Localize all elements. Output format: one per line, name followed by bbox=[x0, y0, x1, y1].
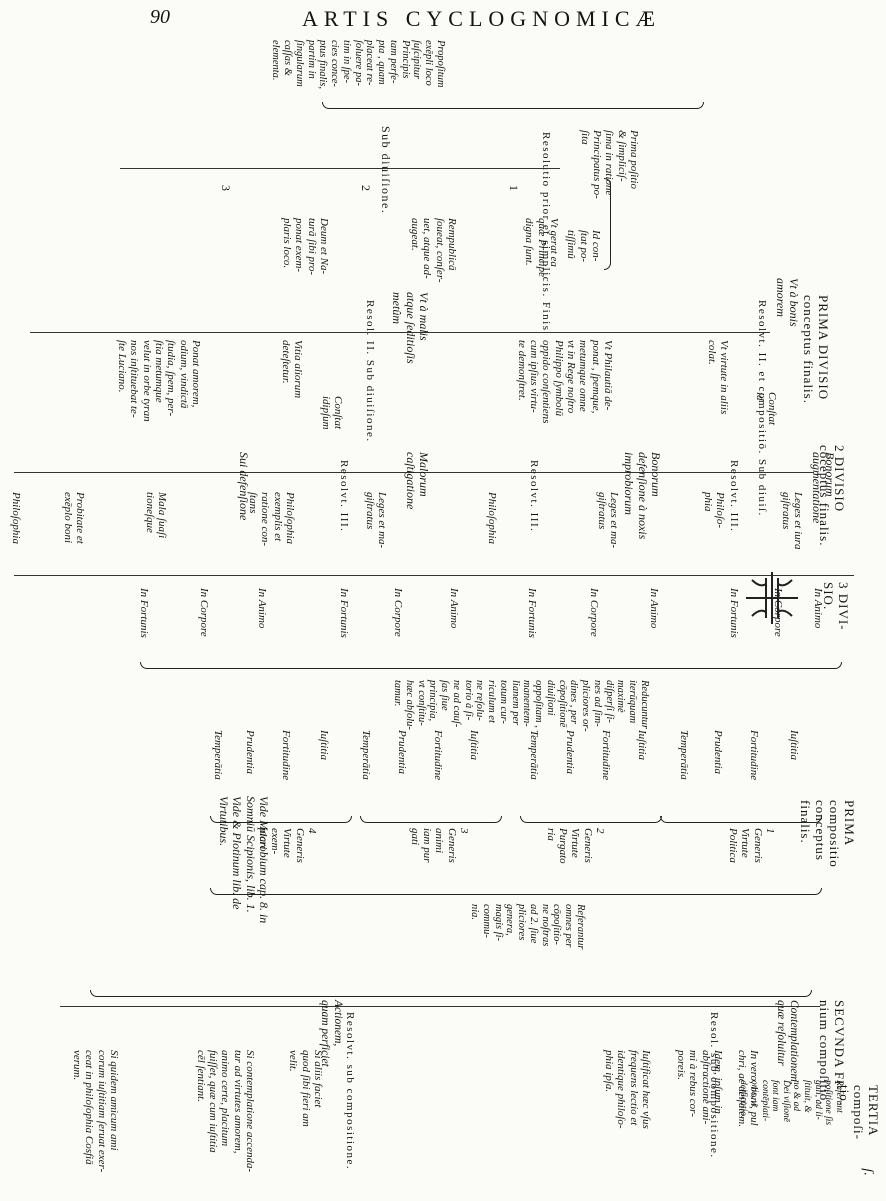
num-2: 2 bbox=[359, 185, 373, 191]
animo-4: In Animo bbox=[256, 588, 268, 629]
generis-brace bbox=[210, 888, 822, 895]
referantur: Referantur omnes per cōpoſitio- ne noſtr… bbox=[469, 904, 586, 950]
num-1: 1 bbox=[507, 185, 521, 191]
contemplatio-item-2: Idem, ipſum in abſtractione ani- mi à re… bbox=[675, 1050, 724, 1125]
actio-item-3: Si quidem amicum ami corum iuſtitiam ſer… bbox=[71, 1050, 120, 1173]
bonis-item-1: Vt virtute in aliis colat. bbox=[705, 340, 730, 415]
virtues-3d: Temperātia bbox=[360, 730, 372, 780]
fortunis-3: In Fortunis bbox=[338, 588, 350, 638]
resolution-3b: Resolvt. III. bbox=[528, 460, 540, 533]
div2-group-1: Bonorum augmentatione bbox=[809, 452, 837, 524]
div2-group-2: Bonorum defenſione à noxis improbiorum bbox=[622, 452, 663, 540]
virtues-4b: Fortitudine bbox=[280, 730, 292, 781]
page-number: 90 bbox=[150, 6, 170, 28]
page-title: ARTIS CYCLOGNOMICÆ bbox=[302, 6, 662, 31]
bonis-item-2: Vt Philautiā de- ponat , ſpemque, metumq… bbox=[515, 340, 614, 424]
virtues-2d: Temperātia bbox=[528, 730, 540, 780]
actio-item-2: Si contemplatione accenda- tur ad virtut… bbox=[194, 1050, 256, 1173]
virtues-3c: Prudentia bbox=[396, 730, 408, 774]
ut-a-bonis: Vt à bonis amorem bbox=[773, 278, 801, 327]
resolution-2b: Resol. II. Sub diuiſione. bbox=[364, 300, 376, 443]
animo-2: In Animo bbox=[648, 588, 660, 629]
virtues-brace-3 bbox=[360, 816, 502, 823]
div2-item-9: Philoſophia bbox=[10, 492, 22, 544]
virtues-2b: Fortitudine bbox=[600, 730, 612, 781]
prima-compositio-heading: PRIMA compositio conceptus finalis. bbox=[798, 800, 857, 868]
virtues-2: Iuſtitia bbox=[636, 730, 648, 760]
div2-item-3: Leges et ma- giſtratus bbox=[595, 492, 620, 549]
resolution-3c: Resolvt. III. bbox=[338, 460, 350, 533]
rule bbox=[14, 575, 854, 576]
malis-item-2: Ponat amorem, odium, vindictā ſtudia, ſp… bbox=[116, 340, 202, 422]
simplex-item-2: Rempublicā ſoueat, conſer- uet, atque ad… bbox=[409, 218, 458, 283]
virtues-1d: Temperātia bbox=[678, 730, 690, 780]
malis-item-1: Vitia aliorum deteſtetur. bbox=[279, 340, 304, 399]
virtues-4c: Prudentia bbox=[244, 730, 256, 774]
div2-item-8: Probitate et exēplo boni bbox=[61, 492, 86, 544]
div2-group-3: Malorum caſtigatione bbox=[403, 452, 431, 510]
resolution-3a: Resolvt. III. bbox=[728, 460, 740, 533]
ut-a-malis: Vt à malis atque ſeditioſis metûm bbox=[390, 292, 431, 364]
composition-brace bbox=[140, 662, 842, 669]
virtues-4: Iuſtitia bbox=[318, 730, 330, 760]
virtues-4d: Temperātia bbox=[212, 730, 224, 780]
sub-diuisione-1: Sub diuiſione. bbox=[379, 126, 393, 215]
animo-3: In Animo bbox=[448, 588, 460, 629]
generis-1: 1 Generis Virtute Politica bbox=[727, 828, 776, 863]
virtues-1: Iuſtitia bbox=[788, 730, 800, 760]
vide-note: Vide Macrobium cap. 8. in Somniū Scipion… bbox=[216, 796, 271, 924]
divisio-3-heading: 3 DIVI- SIO. bbox=[821, 582, 851, 631]
div2-item-5: Leges et ma- giſtratus bbox=[363, 492, 388, 549]
virtues-1b: Fortitudine bbox=[748, 730, 760, 781]
fleuron-ornament bbox=[746, 572, 798, 624]
virtues-1c: Prudentia bbox=[712, 730, 724, 774]
prima-divisio-heading: PRIMA DIVISIO conceptus finalis. bbox=[801, 295, 831, 404]
top-note: Propoſitum exēpli loco ſuſcipitur Princi… bbox=[270, 40, 447, 90]
animo-1: In Animo bbox=[812, 588, 824, 629]
contemplatio-head: Contemplationem, quæ reſoluitur bbox=[775, 1000, 800, 1085]
rule bbox=[60, 1006, 820, 1007]
id-constat: Id con- ſtat po- tiſſimû bbox=[565, 230, 602, 263]
page-number-bottom: ſ. bbox=[860, 1168, 876, 1176]
div2-item-6: Philoſophia exemplis et ratione con- ſta… bbox=[247, 492, 296, 547]
contemplatio-item-3: Iuſtificat hæc vſus frequens lectio et i… bbox=[603, 1050, 652, 1129]
virtues-3: Iuſtitia bbox=[468, 730, 480, 760]
div2-item-2: Philoſo- phia bbox=[701, 492, 726, 529]
fortunis-2: In Fortunis bbox=[526, 588, 538, 638]
generis-2: 2 Generis Virtute Purgato ria bbox=[544, 828, 606, 864]
div2-item-4: Philoſophia bbox=[486, 492, 498, 544]
composition-text: Reducuntur iterūquam maximè diſperſi ſi-… bbox=[392, 680, 650, 732]
generis-3: 3 Generis animi iam pur gati bbox=[408, 828, 470, 863]
corpore-2: In Corpore bbox=[588, 588, 600, 637]
corpore-3: In Corpore bbox=[392, 588, 404, 637]
contemplatio-side: Reſerunt poſitione ſis guli, ad li- ſtit… bbox=[738, 1080, 844, 1126]
num-3: 3 bbox=[219, 185, 233, 191]
positio-brace bbox=[604, 178, 611, 270]
constat-2: Conſtat idipſum bbox=[319, 396, 344, 430]
virtues-2c: Prudentia bbox=[564, 730, 576, 774]
final-brace bbox=[90, 990, 812, 997]
constat-1: Conſtat id bbox=[753, 392, 778, 426]
rule bbox=[14, 472, 814, 473]
actio-item-1: Si aliis faciet quod ſibi fieri am velit… bbox=[287, 1050, 324, 1127]
virtues-3b: Fortitudine bbox=[432, 730, 444, 781]
div2-item-7: Mala ſuaſi tioneſque bbox=[143, 492, 168, 539]
fortunis-4: In Fortunis bbox=[138, 588, 150, 638]
resolution-sub-2: Resolvt. sub compositione. bbox=[344, 1012, 356, 1171]
rule bbox=[30, 332, 770, 333]
top-brace bbox=[322, 102, 704, 109]
corpore-4: In Corpore bbox=[198, 588, 210, 637]
div2-item-1: Leges et iura giſtratus bbox=[779, 492, 804, 550]
virtues-brace-2 bbox=[520, 816, 662, 823]
virtues-brace-1 bbox=[660, 816, 822, 823]
simplex-item-1: Vt gerat ea quæ Principe digna ſunt. bbox=[523, 218, 560, 277]
fortunis-1: In Fortunis bbox=[728, 588, 740, 638]
rule bbox=[120, 168, 560, 169]
simplex-item-3: Deum et Na- turā ſibi pro- ponat exem- p… bbox=[281, 218, 330, 276]
